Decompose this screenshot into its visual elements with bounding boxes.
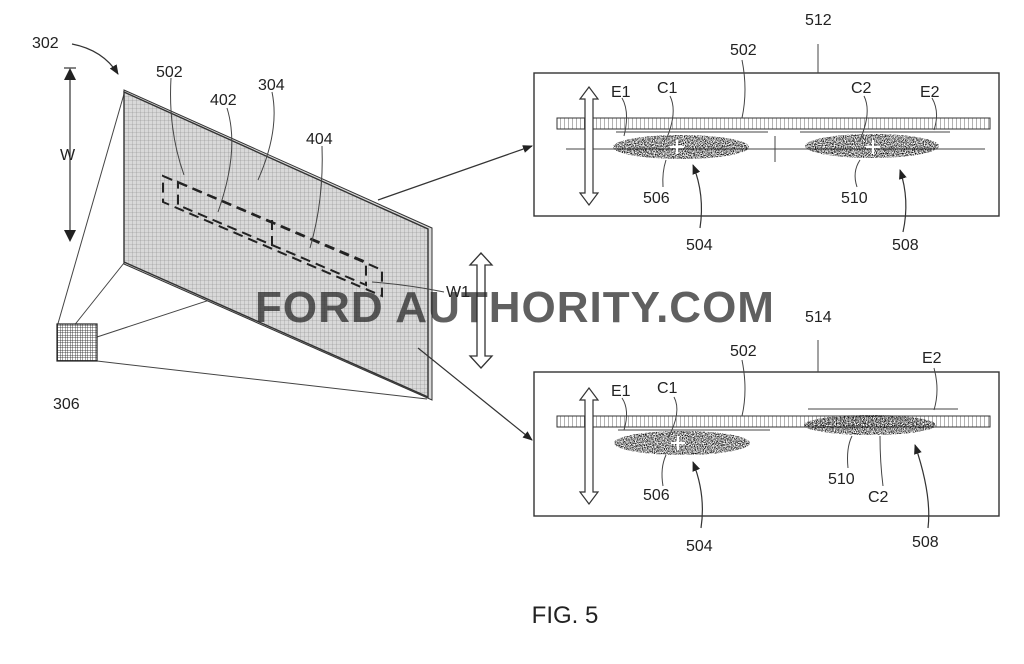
- display-screen: [123, 90, 429, 399]
- label-c1-top: C1: [657, 80, 678, 97]
- arrow-to-top-panel: [377, 145, 533, 201]
- pixel-inset: [56, 323, 98, 362]
- label-306: 306: [53, 396, 80, 413]
- zone-outline-outer: [162, 174, 383, 298]
- label-304: 304: [258, 77, 285, 94]
- label-e1-bottom: E1: [611, 383, 631, 400]
- top-panel: [533, 44, 1000, 233]
- label-w: W: [60, 147, 76, 164]
- label-c2-top: C2: [851, 80, 872, 97]
- leader-304: [257, 91, 275, 181]
- label-302: 302: [32, 35, 59, 52]
- label-504-top: 504: [686, 237, 713, 254]
- label-506-top: 506: [643, 190, 670, 207]
- label-c2-bottom: C2: [868, 489, 889, 506]
- blob-510-bottom: [804, 415, 936, 435]
- label-502-bottom: 502: [730, 343, 757, 360]
- display-assembly: [56, 43, 445, 401]
- figure-caption: FIG. 5: [532, 602, 599, 629]
- label-508-bottom: 508: [912, 534, 939, 551]
- leader-w1: [371, 281, 445, 293]
- ref-302-arrow: [71, 43, 119, 75]
- label-506-bottom: 506: [643, 487, 670, 504]
- label-e1-top: E1: [611, 84, 631, 101]
- label-508-top: 508: [892, 237, 919, 254]
- label-502-top: 502: [730, 42, 757, 59]
- leader-502: [170, 77, 185, 176]
- label-510-bottom: 510: [828, 471, 855, 488]
- label-w1: W1: [446, 284, 470, 301]
- bottom-panel: [533, 340, 1000, 529]
- w1-double-arrow: [468, 252, 494, 369]
- leader-404: [309, 145, 323, 249]
- label-402: 402: [210, 92, 237, 109]
- label-c1-bottom: C1: [657, 380, 678, 397]
- label-510-top: 510: [841, 190, 868, 207]
- label-514: 514: [805, 309, 832, 326]
- label-504-bottom: 504: [686, 538, 713, 555]
- label-e2-bottom: E2: [922, 350, 942, 367]
- label-512: 512: [805, 12, 832, 29]
- label-e2-top: E2: [920, 84, 940, 101]
- label-404: 404: [306, 131, 333, 148]
- zone-outline-inner: [177, 180, 367, 287]
- watermark-text: FORD AUTHORITY.COM: [255, 283, 775, 332]
- label-502-main: 502: [156, 64, 183, 81]
- leader-402: [217, 107, 233, 213]
- arrow-to-bottom-panel: [417, 347, 533, 441]
